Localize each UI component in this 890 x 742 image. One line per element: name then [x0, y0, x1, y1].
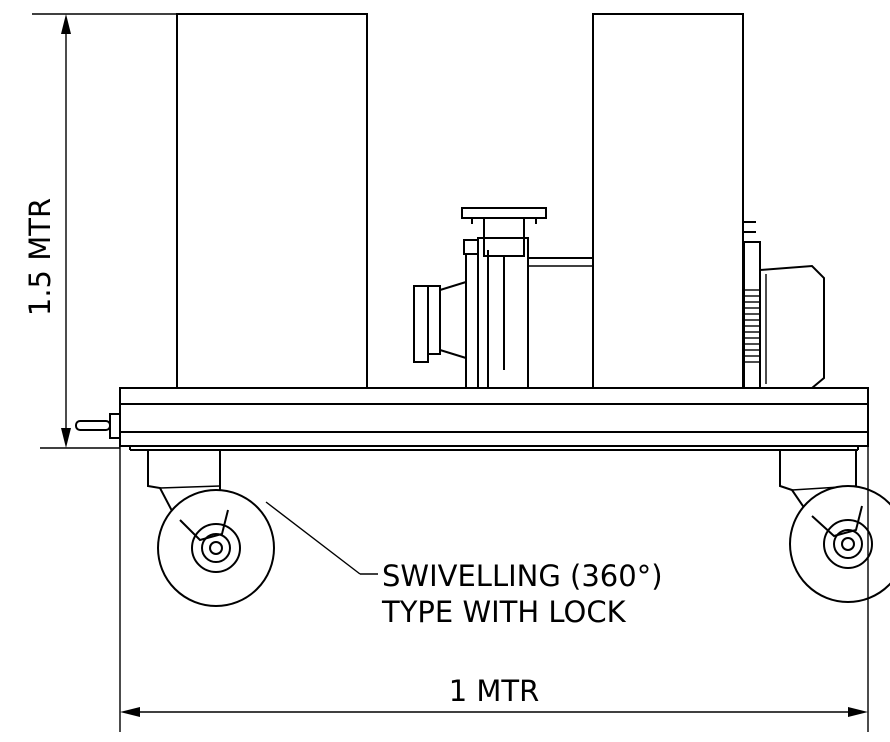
base-frame: [119, 387, 869, 451]
left-tank: [176, 13, 368, 389]
pump-assembly: [413, 207, 594, 389]
height-dimension: [32, 13, 176, 449]
width-arrow-left: [120, 707, 140, 717]
callout-text-line1: SWIVELLING (360°): [382, 559, 663, 593]
callout-text-line2: TYPE WITH LOCK: [381, 595, 627, 629]
height-arrow-top: [61, 14, 71, 34]
motor-fins: [745, 289, 760, 363]
width-dimension: [119, 446, 869, 732]
right-tank: [592, 13, 756, 389]
height-dimension-label: 1.5 MTR: [23, 198, 57, 316]
height-arrow-bottom: [61, 428, 71, 448]
callout-leader: [265, 501, 378, 575]
motor: [743, 241, 825, 389]
width-arrow-right: [848, 707, 868, 717]
left-caster-wheel: [147, 450, 275, 607]
width-dimension-label: 1 MTR: [449, 674, 540, 708]
right-caster-wheel: [779, 450, 890, 603]
lock-handle: [75, 413, 121, 439]
